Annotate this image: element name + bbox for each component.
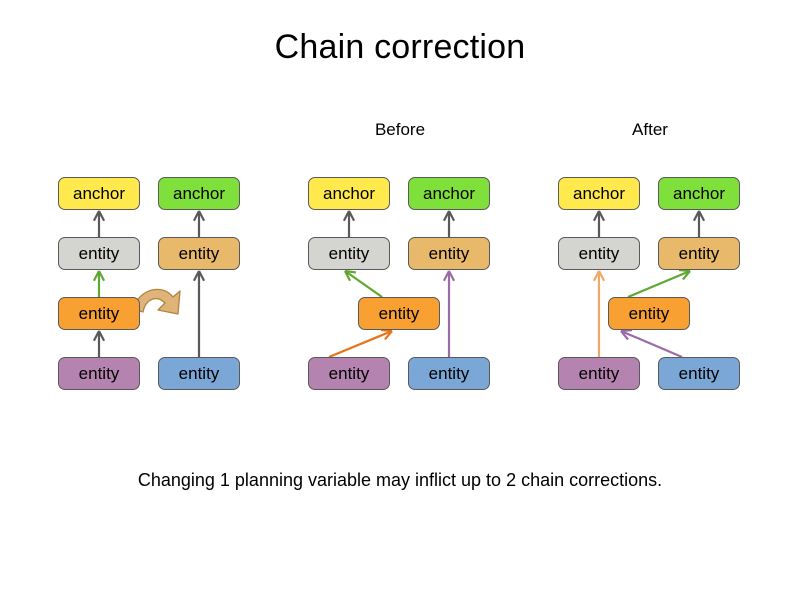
- initial-state-entity-purple[interactable]: entity: [58, 357, 140, 390]
- after-state-entity-blue[interactable]: entity: [658, 357, 740, 390]
- after-state-entity-orange[interactable]: entity: [608, 297, 690, 330]
- initial-state-entity-gray[interactable]: entity: [58, 237, 140, 270]
- move-indicator-arrow: [132, 288, 181, 315]
- initial-state-anchor-left[interactable]: anchor: [58, 177, 140, 210]
- node-label: entity: [178, 364, 220, 383]
- arrow-orange-to-tan: [627, 268, 691, 299]
- arrow-purple-to-orange: [92, 330, 106, 357]
- arrow-blue-to-tan: [192, 270, 206, 357]
- node-label: entity: [78, 304, 120, 323]
- node-label: entity: [678, 244, 720, 263]
- phase-label-before: Before: [374, 120, 426, 139]
- after-state-entity-purple[interactable]: entity: [558, 357, 640, 390]
- page-title: Chain correction: [274, 28, 526, 66]
- arrow-orange-to-gray: [92, 270, 106, 297]
- arrow-orange-to-gray: [344, 269, 383, 298]
- node-label: entity: [378, 304, 420, 323]
- node-label: anchor: [673, 184, 725, 203]
- node-label: entity: [78, 364, 120, 383]
- node-label: entity: [628, 304, 670, 323]
- initial-state-entity-tan[interactable]: entity: [158, 237, 240, 270]
- arrow-gray-to-anchor-left: [342, 210, 356, 237]
- arrow-purple-to-gray: [592, 270, 606, 357]
- node-label: entity: [178, 244, 220, 263]
- node-label: anchor: [573, 184, 625, 203]
- node-label: entity: [428, 364, 470, 383]
- before-state-anchor-right[interactable]: anchor: [408, 177, 490, 210]
- arrow-tan-to-anchor-right: [442, 210, 456, 237]
- arrow-gray-to-anchor-left: [592, 210, 606, 237]
- node-label: anchor: [423, 184, 475, 203]
- node-label: entity: [578, 244, 620, 263]
- phase-label-after: After: [632, 120, 668, 139]
- after-state-entity-gray[interactable]: entity: [558, 237, 640, 270]
- before-state-entity-gray[interactable]: entity: [308, 237, 390, 270]
- after-state-anchor-right[interactable]: anchor: [658, 177, 740, 210]
- node-label: entity: [328, 244, 370, 263]
- initial-state-anchor-right[interactable]: anchor: [158, 177, 240, 210]
- before-state-entity-orange[interactable]: entity: [358, 297, 440, 330]
- after-state-anchor-left[interactable]: anchor: [558, 177, 640, 210]
- node-label: entity: [678, 364, 720, 383]
- before-state-entity-blue[interactable]: entity: [408, 357, 490, 390]
- arrow-purple-to-orange: [328, 328, 393, 359]
- node-label: anchor: [323, 184, 375, 203]
- arrow-blue-to-tan: [442, 270, 456, 357]
- initial-state-entity-blue[interactable]: entity: [158, 357, 240, 390]
- node-label: entity: [328, 364, 370, 383]
- arrow-tan-to-anchor-right: [692, 210, 706, 237]
- before-state-entity-tan[interactable]: entity: [408, 237, 490, 270]
- before-state-entity-purple[interactable]: entity: [308, 357, 390, 390]
- slide-caption: Changing 1 planning variable may inflict…: [137, 470, 663, 490]
- node-label: entity: [428, 244, 470, 263]
- arrow-gray-to-anchor-left: [92, 210, 106, 237]
- after-state-entity-tan[interactable]: entity: [658, 237, 740, 270]
- arrow-blue-to-orange: [620, 329, 683, 359]
- node-label: anchor: [73, 184, 125, 203]
- before-state-anchor-left[interactable]: anchor: [308, 177, 390, 210]
- node-label: anchor: [173, 184, 225, 203]
- node-label: entity: [578, 364, 620, 383]
- arrow-tan-to-anchor-right: [192, 210, 206, 237]
- initial-state-entity-orange[interactable]: entity: [58, 297, 140, 330]
- node-label: entity: [78, 244, 120, 263]
